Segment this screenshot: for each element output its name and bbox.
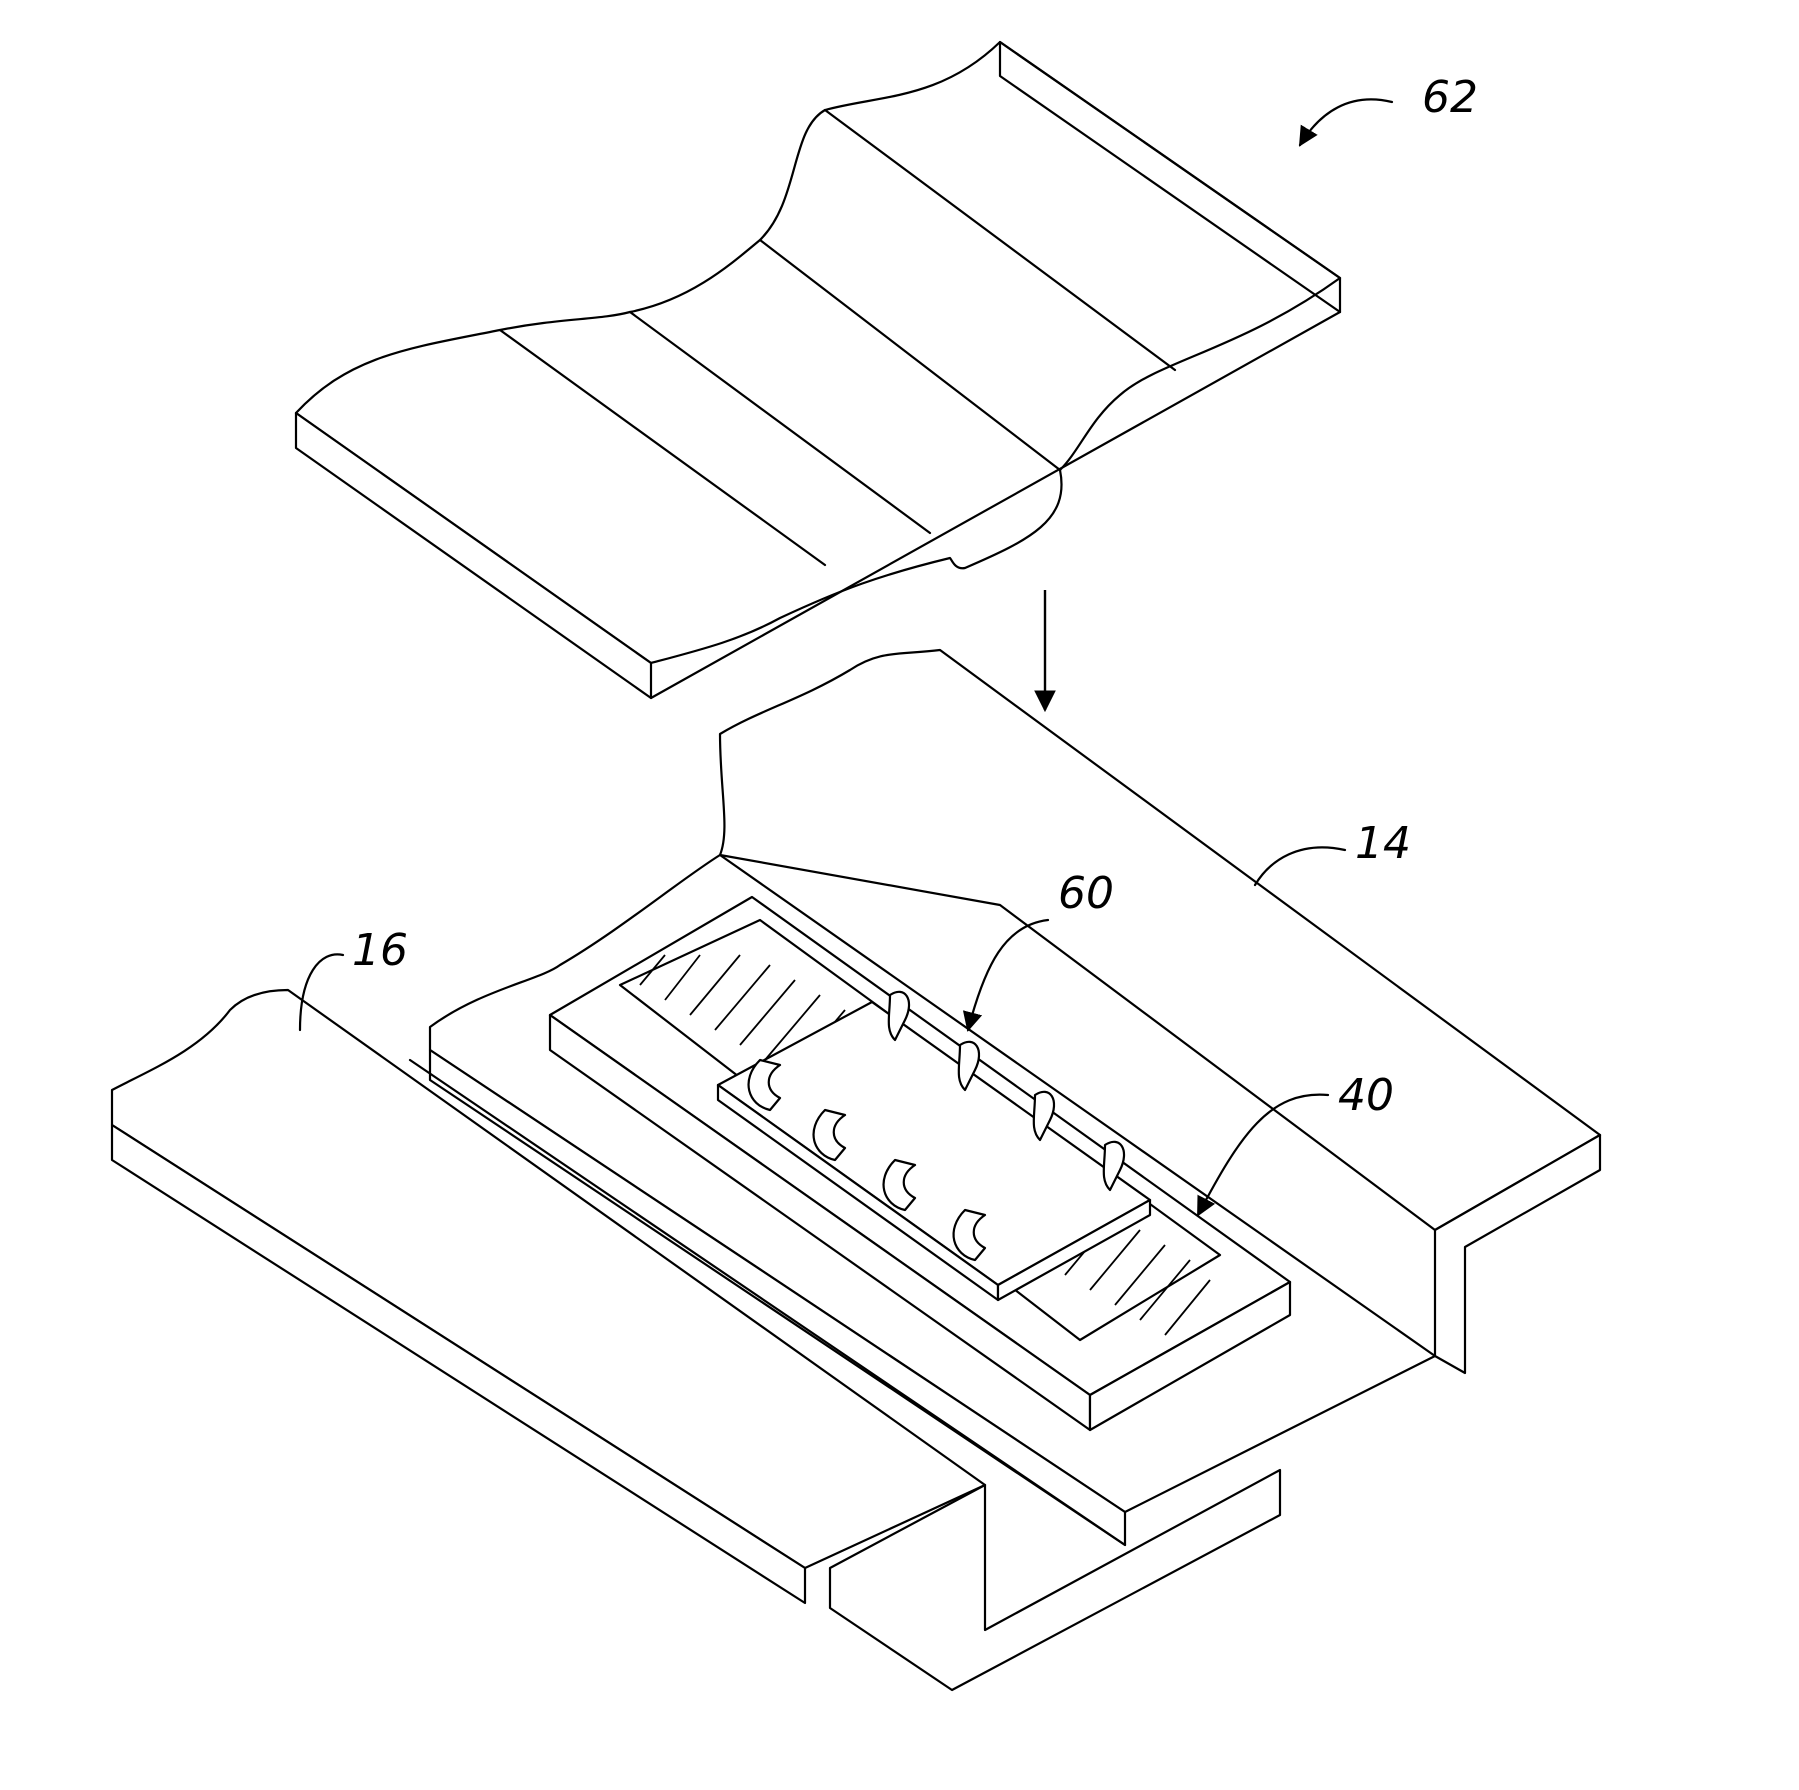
- label-40: 40: [1338, 1070, 1394, 1121]
- leader-62: [1300, 99, 1392, 145]
- label-60: 60: [1058, 868, 1114, 919]
- label-16: 16: [352, 925, 408, 976]
- leader-14: [1255, 847, 1345, 885]
- label-14: 14: [1355, 818, 1411, 869]
- leader-60: [968, 920, 1048, 1030]
- label-62: 62: [1422, 72, 1478, 123]
- cover-top-face: [296, 42, 1340, 663]
- cover-part: [296, 42, 1340, 698]
